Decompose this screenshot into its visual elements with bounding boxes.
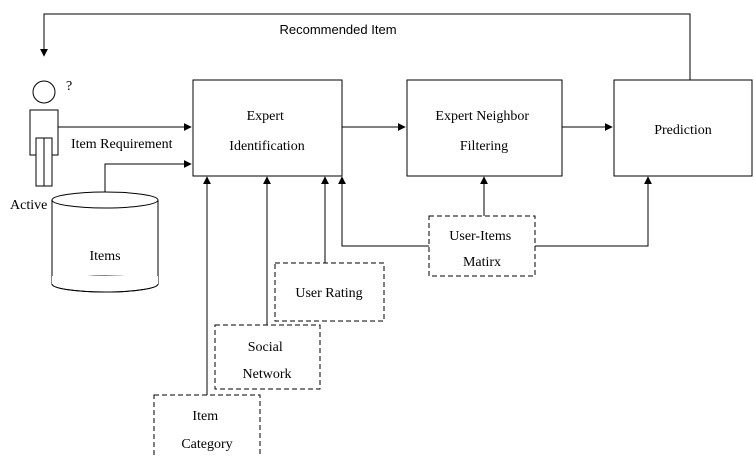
prediction-label: Prediction: [654, 123, 712, 138]
items-to-expert-identification-line: [104, 160, 192, 192]
expert-identification-label: Expert Identification: [229, 109, 304, 154]
user-items-matrix-box: [428, 215, 536, 277]
recommended-item-label: Recommended Item: [279, 22, 396, 37]
social-network-label: Social Network: [243, 340, 292, 382]
item-requirement-label: Item Requirement: [71, 137, 173, 152]
prediction-box: [613, 79, 753, 177]
user-rating-box: [274, 262, 385, 322]
matrix-to-identification-line: [338, 176, 429, 247]
matrix-to-prediction-line: [535, 176, 652, 247]
item-category-box: [153, 394, 261, 457]
item-category-label: Item Category: [181, 409, 232, 452]
recommended-item-feedback-line: [40, 13, 691, 80]
items-database-label: Items: [89, 249, 120, 264]
expert-neighbor-filtering-box: [406, 79, 563, 177]
question-mark: ?: [66, 79, 72, 94]
user-items-matrix-label: User-Items Matirx: [449, 229, 514, 270]
expert-neighbor-filtering-label: Expert Neighbor Filtering: [435, 109, 532, 154]
expert-identification-box: [192, 79, 343, 177]
user-rating-label: User Rating: [295, 286, 362, 301]
items-database-icon: [51, 191, 159, 293]
user-icon: [29, 80, 59, 187]
